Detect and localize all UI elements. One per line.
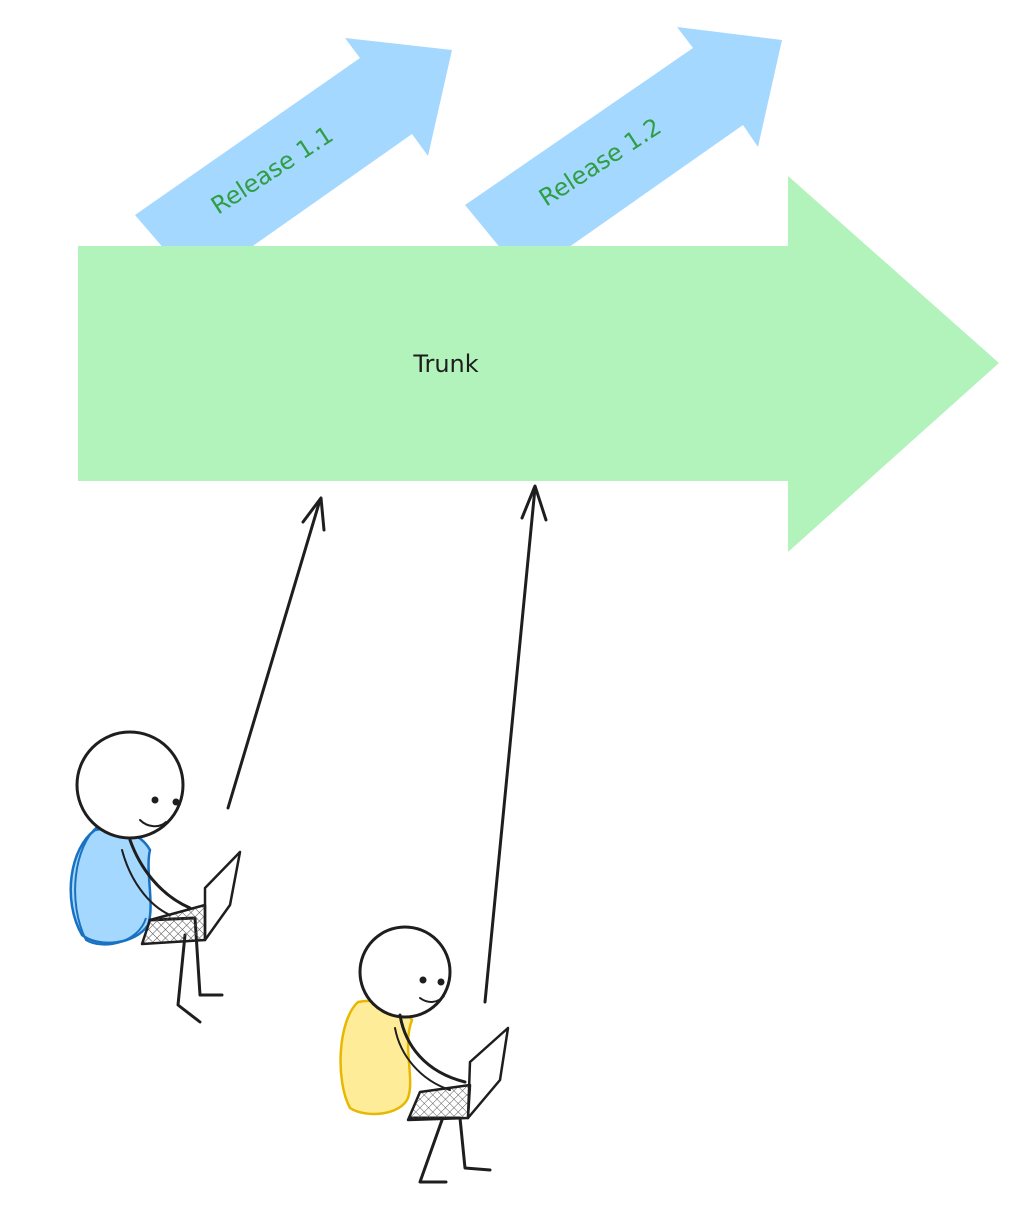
developer-yellow-leg2 [418, 1118, 448, 1184]
commit-arrow-1-head [301, 496, 326, 532]
developer-blue-shirt [69, 827, 152, 945]
developer-blue-shirt-outline2 [74, 825, 147, 946]
commit-arrow-2 [483, 484, 548, 1004]
developer-yellow-leg [408, 1116, 492, 1172]
developer-blue-leg2 [176, 933, 202, 1024]
developer-blue-arm2 [121, 849, 171, 916]
developer-blue-arm [128, 838, 192, 910]
developer-yellow-laptop-keyboard [406, 1083, 472, 1122]
developer-blue-eye-left [151, 796, 159, 804]
developer-blue-mouth [139, 819, 167, 828]
developer-blue [69, 730, 242, 1024]
developer-yellow-arm [398, 1013, 467, 1084]
commit-arrow-1-line [226, 498, 322, 810]
developer-yellow-mouth [419, 995, 445, 1003]
developer-blue-laptop-keyboard [140, 903, 207, 946]
developer-blue-eye-right [172, 798, 180, 806]
developer-yellow-eye-left [419, 976, 427, 984]
trunk-arrow: Trunk [78, 176, 999, 552]
developer-yellow [339, 925, 510, 1184]
developer-blue-laptop-screen [203, 850, 242, 942]
developer-yellow-head [358, 925, 452, 1019]
trunk-label: Trunk [412, 350, 478, 378]
release-arrow-1-2-shape [465, 27, 782, 278]
developer-yellow-laptop-screen [466, 1026, 510, 1120]
commit-arrow-1 [226, 496, 326, 810]
commit-arrow-2-line [483, 486, 537, 1004]
developer-blue-head [75, 730, 185, 840]
trunk-arrow-shape [78, 176, 999, 552]
release-arrow-1-2: Release 1.2 [465, 27, 782, 278]
developer-yellow-arm2 [394, 1027, 451, 1091]
developer-yellow-eye-right [437, 978, 445, 986]
release-arrow-1-1-shape [135, 38, 452, 286]
commit-arrow-2-head [520, 484, 548, 522]
